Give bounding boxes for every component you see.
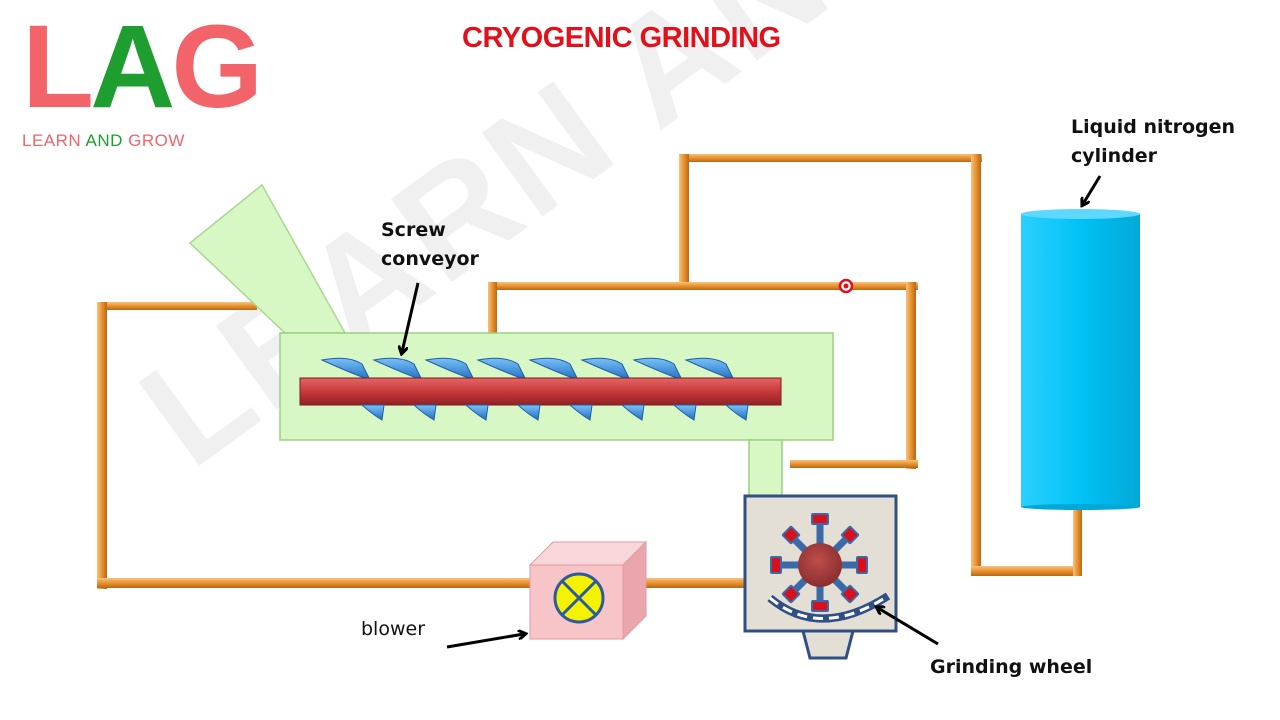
cylinder-top [1021, 209, 1140, 219]
blower-fan-icon [553, 572, 605, 624]
pipe-network [97, 154, 1082, 589]
screw-flight-icon [372, 357, 424, 381]
feed-hopper [188, 183, 347, 334]
screw-flight-icon [424, 357, 476, 381]
pipe-segment [790, 460, 918, 468]
screw-flights-bottom [360, 404, 749, 421]
logo-letter-a: A [90, 1, 175, 133]
screw-flight-icon [620, 404, 645, 421]
screw-flights-top [320, 357, 736, 381]
pipe-segment [97, 302, 107, 589]
grinding-unit [743, 494, 898, 660]
screw-flight-icon [528, 357, 580, 381]
logo-tagline: LEARN AND GROW [22, 131, 185, 151]
screw-flight-icon [684, 357, 736, 381]
pipe-segment [97, 578, 537, 588]
pipe-segment [906, 282, 916, 469]
screw-flight-icon [320, 357, 372, 381]
pipe-segment [971, 154, 981, 574]
screw-flight-icon [412, 404, 437, 421]
screw-conveyor-label-line2: conveyor [381, 248, 479, 270]
tagline-word-and: AND [85, 131, 123, 150]
screw-flight-icon [476, 357, 528, 381]
screw-flight-icon [464, 404, 489, 421]
screw-flight-icon [724, 404, 749, 421]
screw-flight-icon [516, 404, 541, 421]
red-dot-marker [838, 278, 854, 294]
pipe-segment [679, 154, 982, 162]
screw-flight-icon [632, 357, 684, 381]
screw-conveyor-label: Screw conveyor [381, 216, 479, 274]
screw-shaft [299, 377, 782, 406]
screw-flight-icon [672, 404, 697, 421]
logo: LAG [22, 8, 263, 126]
arrow-icon [402, 282, 420, 352]
cylinder-body [1021, 214, 1140, 507]
liquid-nitrogen-cylinder [1021, 209, 1140, 510]
pipe-segment [640, 578, 748, 588]
tagline-word-grow: GROW [128, 131, 185, 150]
pipe-segment [488, 282, 497, 334]
diagram-title: CRYOGENIC GRINDING [462, 22, 781, 54]
arrow-icon [446, 634, 524, 649]
blower [528, 540, 648, 641]
pipe-segment [971, 566, 1081, 576]
cylinder-bottom [1021, 504, 1140, 510]
tagline-word-learn: LEARN [22, 131, 82, 150]
blower-label: blower [361, 618, 426, 640]
pipe-segment [97, 302, 257, 310]
liquid-nitrogen-label-line1: Liquid nitrogen [1071, 116, 1236, 138]
grinding-wheel-icon [767, 513, 891, 623]
liquid-nitrogen-label-line2: cylinder [1071, 145, 1158, 167]
pipe-segment [1073, 505, 1082, 576]
conveyor-outlet-chute [748, 439, 783, 499]
screw-flight-icon [580, 357, 632, 381]
grinding-screen [767, 592, 891, 623]
logo-letter-l: L [22, 1, 94, 133]
liquid-nitrogen-label: Liquid nitrogen cylinder [1071, 113, 1235, 171]
grinder-hub [798, 543, 842, 587]
arrow-icon [878, 608, 939, 646]
pipe-segment [490, 282, 918, 290]
annotation-arrows [402, 175, 1102, 649]
pipe-segment [679, 154, 689, 286]
grinding-wheel-label: Grinding wheel [930, 656, 1093, 678]
logo-letter-g: G [171, 1, 263, 133]
grinder-outlet [801, 629, 855, 660]
screw-flight-icon [360, 404, 385, 421]
screw-flight-icon [568, 404, 593, 421]
screw-conveyor-label-line1: Screw [381, 219, 446, 241]
arrow-icon [1083, 175, 1102, 204]
